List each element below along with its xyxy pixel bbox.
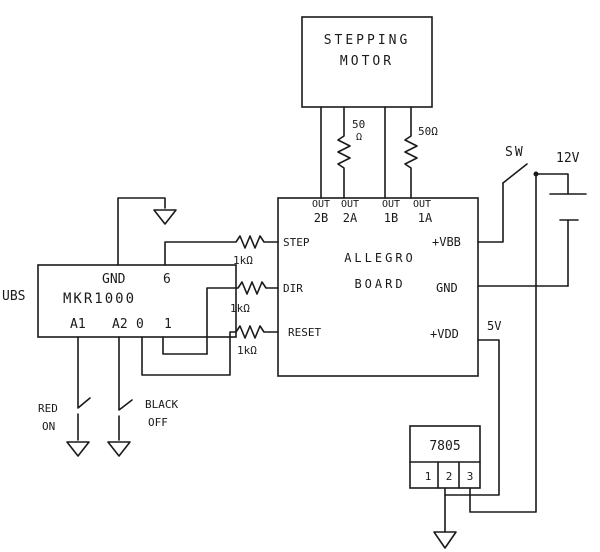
mkr-pin-6: 6 <box>163 272 171 287</box>
allegro-board: ALLEGRO BOARD OUT 2B OUT 2A OUT 1B OUT 1… <box>277 197 479 377</box>
pin-dir-label: DIR <box>283 282 303 295</box>
regulator-pin-3: 3 <box>467 470 474 483</box>
resistor-left-unit: Ω <box>356 132 362 143</box>
pin-vdd-label: +VDD <box>430 327 459 341</box>
mkr1000-name: MKR1000 <box>63 291 136 307</box>
resistor-dir-value: 1kΩ <box>230 302 250 315</box>
resistor-right-value: 50Ω <box>418 125 438 138</box>
out-1a-top: OUT <box>413 199 431 210</box>
black-button-label-line2: OFF <box>148 416 168 429</box>
red-button-switch <box>77 336 91 409</box>
black-button-switch <box>118 336 133 411</box>
wire-pin1-to-dir <box>162 336 208 355</box>
regulator-pin-2: 2 <box>446 470 453 483</box>
vdd-5v-label: 5V <box>487 319 501 333</box>
regulator-pin-1: 1 <box>425 470 432 483</box>
regulator-box <box>409 425 481 489</box>
red-button-label-line1: RED <box>38 402 58 415</box>
switch-blade <box>502 163 528 184</box>
red-button-label-line2: ON <box>42 420 55 433</box>
wire-dir-with-resistor <box>206 281 279 355</box>
pin-gnd-label: GND <box>436 281 458 295</box>
wire-vdd-to-regulator <box>444 339 500 496</box>
resistor-reset-value: 1kΩ <box>237 344 257 357</box>
resistor-right-coil <box>404 106 418 199</box>
out-1a-bottom: 1A <box>418 211 433 225</box>
wire-step-with-resistor <box>164 235 279 266</box>
battery-label: 12V <box>556 151 580 166</box>
mkr-pin-1: 1 <box>164 317 172 332</box>
wire-reset-with-resistor <box>141 325 279 376</box>
pin-reset-label: RESET <box>288 326 321 339</box>
mkr-pin-a2: A2 <box>112 317 128 332</box>
resistor-left-coil <box>337 106 351 199</box>
allegro-label-line2: BOARD <box>354 277 405 291</box>
wire-switch-to-regulator <box>469 173 537 513</box>
out-1b-bottom: 1B <box>384 211 398 225</box>
wire-mkr-gnd <box>117 197 166 266</box>
switch-label: SW <box>505 145 525 160</box>
mkr-pin-a1: A1 <box>70 317 86 332</box>
mkr1000-board: MKR1000 GND 6 A1 A2 0 1 <box>37 264 237 338</box>
mkr-pin-0: 0 <box>136 317 144 332</box>
out-1b-top: OUT <box>382 199 400 210</box>
mkr-ground-icon <box>153 209 177 225</box>
resistor-step-value: 1kΩ <box>233 254 253 267</box>
red-ground-icon <box>66 441 90 457</box>
stepping-motor-label-line2: MOTOR <box>340 54 394 69</box>
stepping-motor-label-line1: STEPPING <box>324 33 411 48</box>
pin-step-label: STEP <box>283 236 310 249</box>
mkr-side-label: UBS <box>2 289 25 304</box>
mkr1000-box <box>37 264 237 338</box>
black-ground-icon <box>107 441 131 457</box>
out-2b-bottom: 2B <box>314 211 328 225</box>
out-2a-top: OUT <box>341 199 359 210</box>
mkr-pin-gnd: GND <box>102 272 126 287</box>
out-2b-top: OUT <box>312 199 330 210</box>
resistor-left-value: 50 <box>352 118 365 131</box>
stepping-motor: STEPPING MOTOR <box>301 16 433 108</box>
black-button-label-line1: BLACK <box>145 398 178 411</box>
wire-vbb-to-switch <box>477 182 504 243</box>
wire-switch-to-battery <box>535 173 569 195</box>
regulator-name: 7805 <box>429 439 460 454</box>
regulator-7805: 7805 1 2 3 <box>409 425 481 489</box>
pin-vbb-label: +VBB <box>432 235 461 249</box>
regulator-ground-icon <box>433 531 457 549</box>
out-2a-bottom: 2A <box>343 211 358 225</box>
allegro-label-line1: ALLEGRO <box>344 251 416 265</box>
allegro-board-box <box>277 197 479 377</box>
power-section <box>469 163 587 513</box>
motor-coil-wires <box>320 106 418 199</box>
stepping-motor-box <box>301 16 433 108</box>
